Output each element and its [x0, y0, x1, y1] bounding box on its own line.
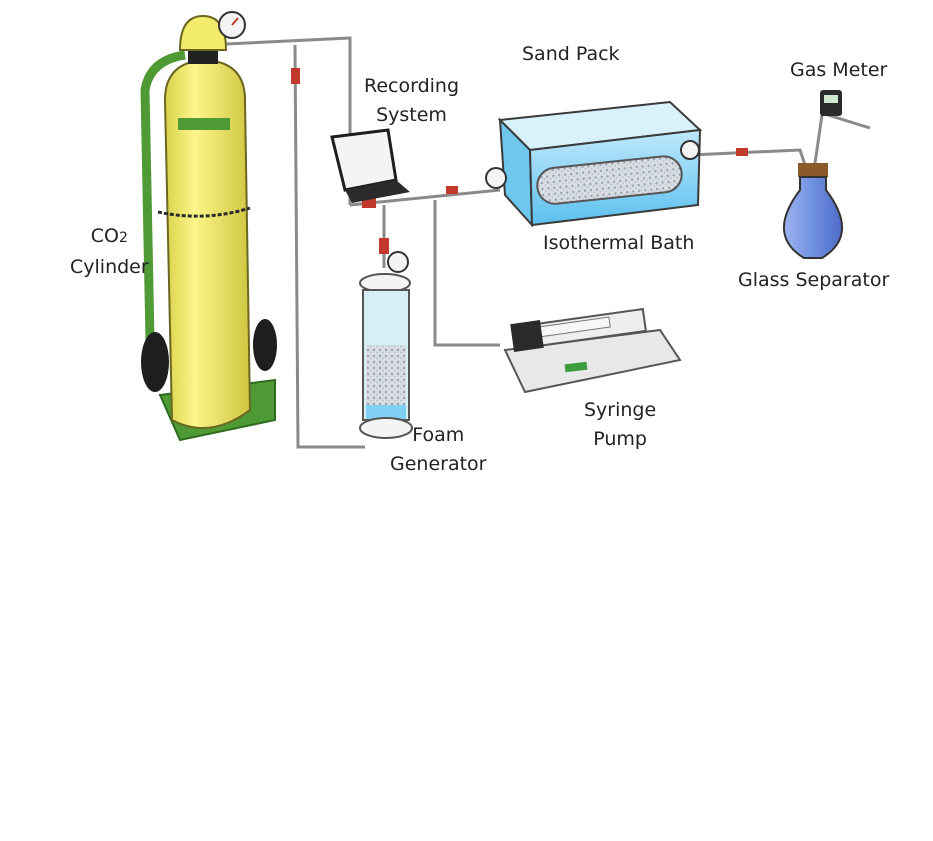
valve-icon: [362, 198, 376, 208]
cart-wheel-right: [253, 319, 277, 371]
valve-icon: [736, 148, 748, 156]
valve-icon: [446, 186, 458, 194]
glass-separator: [783, 163, 843, 259]
gas-meter-display: [824, 95, 838, 103]
foam-generator-gauge-icon: [387, 251, 409, 273]
label-recording-system: Recording System: [364, 72, 459, 130]
valve-icon: [291, 68, 300, 84]
label-foam-generator: Foam Generator: [390, 421, 486, 479]
label-co2-line2: Cylinder: [70, 256, 149, 278]
valves: [291, 68, 748, 254]
foam-generator-liquid: [366, 405, 406, 419]
cylinder-body: [163, 58, 252, 429]
label-foam-line2: Generator: [390, 453, 487, 475]
pipe-separator-to-meter: [812, 114, 824, 171]
label-co2-line1: CO2: [70, 222, 149, 253]
laptop-screen: [330, 128, 398, 192]
isothermal-bath: [485, 100, 703, 228]
pipe-to-syringe-pump: [433, 200, 500, 347]
cylinder-label-plate: [178, 118, 230, 130]
label-glass-separator: Glass Separator: [738, 269, 890, 291]
syringe-pump: [503, 307, 682, 394]
pipe-sandpack-to-separator: [689, 148, 807, 166]
foam-generator-packing: [366, 345, 406, 405]
separator-stopper: [798, 163, 828, 177]
co2-cylinder: [140, 11, 277, 442]
laptop-keyboard: [345, 180, 410, 203]
label-gas-meter: Gas Meter: [790, 59, 888, 81]
cylinder-cap: [178, 14, 228, 51]
label-foam-line1: Foam: [412, 424, 465, 446]
label-co2-prefix: CO: [90, 225, 119, 247]
sand-pack-column: [536, 155, 683, 205]
sandpack-pressure-gauge-icon: [485, 167, 507, 189]
cart-handle: [140, 50, 186, 341]
pump-display: [564, 361, 588, 373]
foam-generator-base: [359, 417, 413, 439]
label-isothermal-bath: Isothermal Bath: [543, 232, 695, 254]
pipe-vertical-left: [293, 44, 365, 449]
label-sand-pack: Sand Pack: [522, 43, 620, 65]
gas-meter: [820, 90, 842, 116]
label-syringe-line1: Syringe: [584, 399, 657, 421]
label-co2-cylinder: CO2 Cylinder: [70, 222, 149, 282]
label-co2-subscript: 2: [118, 230, 128, 246]
label-recording-line2: System: [376, 104, 447, 126]
recording-system-laptop: [330, 128, 410, 203]
cylinder-chain: [157, 206, 251, 218]
cart-wheel-left: [141, 332, 169, 392]
pipe-gas-meter-out: [827, 113, 871, 130]
cylinder-neck: [188, 50, 218, 64]
valve-icon: [379, 238, 389, 254]
foam-generator: [359, 251, 413, 439]
label-syringe-line2: Pump: [593, 428, 647, 450]
outlet-pressure-gauge-icon: [680, 140, 700, 160]
pump-holder: [510, 320, 544, 352]
label-recording-line1: Recording: [364, 75, 460, 97]
label-syringe-pump: Syringe Pump: [584, 396, 656, 454]
separator-flask: [783, 176, 843, 259]
